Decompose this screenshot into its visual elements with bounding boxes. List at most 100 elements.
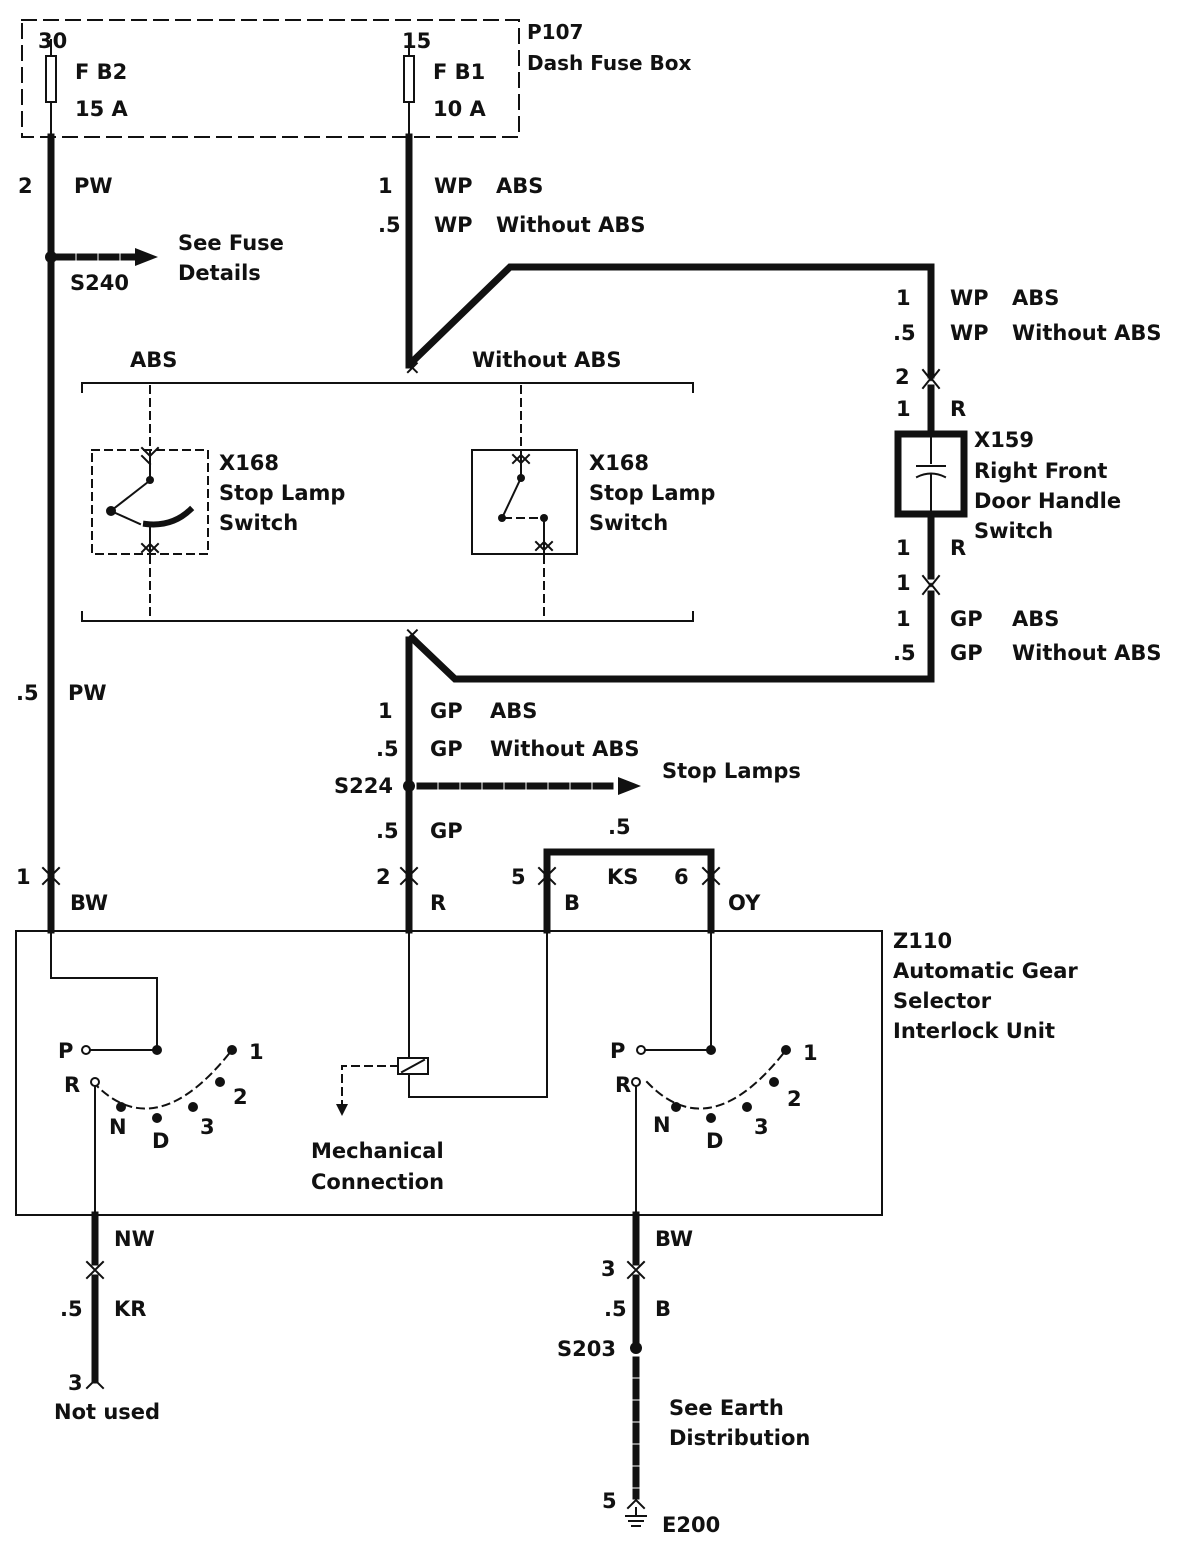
center-lower-color-abs: GP: [430, 699, 463, 723]
right-lower-color-abs: GP: [950, 607, 983, 631]
s203-splice: [630, 1342, 642, 1354]
interlock-connector: 1 BW 2 R 5 B 6 OY .5 KS: [16, 815, 761, 934]
right-upper-color-abs: WP: [950, 286, 989, 310]
ks-jumper: [543, 848, 715, 934]
pin2-number: 2: [376, 865, 391, 889]
connector-x-upper: ✕: [404, 356, 421, 380]
abs-switch-id: X168: [219, 451, 279, 475]
noabs-switch-box: [471, 449, 578, 555]
center-lower-gauge-noabs: .5: [376, 737, 399, 761]
s240-note-line2: Details: [178, 261, 261, 285]
s224-splice: [403, 780, 415, 792]
left-upper-color: PW: [74, 174, 113, 198]
left-pos-3: 3: [200, 1115, 215, 1139]
center-upper-color-abs: WP: [434, 174, 473, 198]
mechanical-connection-line2: Connection: [311, 1170, 444, 1194]
right-pos-3: 3: [754, 1115, 769, 1139]
left-lower-gauge: .5: [16, 681, 39, 705]
bottom-left-end-connector: [85, 1378, 105, 1390]
abs-switch-name-line1: Stop Lamp: [219, 481, 345, 505]
without-abs-label: Without ABS: [472, 348, 621, 372]
interlock-unit-name-line3: Interlock Unit: [893, 1019, 1055, 1043]
bottom-left-gauge: .5: [60, 1297, 83, 1321]
bottom-left-note: Not used: [54, 1400, 160, 1424]
door-switch-id: X159: [974, 428, 1034, 452]
fuse-box-outline: [21, 19, 520, 138]
left-circuit: 2 PW S240 See Fuse Details .5 PW: [16, 133, 284, 934]
door-switch-name-line2: Door Handle: [974, 489, 1121, 513]
right-lower-gauge-abs: 1: [896, 607, 911, 631]
bottom-left-color: KR: [114, 1297, 146, 1321]
fuse-box: 30 15 F B2 15 A F B1 10 A P107 Dash Fuse…: [21, 19, 692, 138]
bottom-right-gauge: .5: [604, 1297, 627, 1321]
pin6-color: OY: [728, 891, 761, 915]
bottom-right-connector: [626, 1260, 646, 1280]
interlock-unit-id: Z110: [893, 929, 952, 953]
center-upper-gauge-abs: 1: [378, 174, 393, 198]
s224-note: Stop Lamps: [662, 759, 801, 783]
center-lower-color-noabs: GP: [430, 737, 463, 761]
door-switch-pin-bottom: 1: [896, 571, 911, 595]
noabs-switch-name-line2: Switch: [589, 511, 668, 535]
s240-splice: [45, 251, 57, 263]
right-pos-p: P: [610, 1039, 625, 1063]
switch-group-bottom-bracket: [81, 611, 694, 622]
center-feed: 1 WP ABS .5 WP Without ABS ✕: [378, 133, 935, 380]
left-pos-2: 2: [233, 1085, 248, 1109]
interlock-unit-name-line1: Automatic Gear: [893, 959, 1078, 983]
pin5-number: 5: [511, 865, 526, 889]
right-upper-variant-abs: ABS: [1012, 286, 1059, 310]
center-upper-color-noabs: WP: [434, 213, 473, 237]
abs-switch-name-line2: Switch: [219, 511, 298, 535]
fuse-b2-symbol: [45, 55, 57, 103]
left-pos-d: D: [152, 1129, 169, 1153]
earth-pin-connector: [626, 1498, 646, 1510]
bottom-right-color-top: BW: [655, 1227, 693, 1251]
gp-door-return: [407, 590, 935, 683]
right-pos-1: 1: [803, 1041, 818, 1065]
interlock-unit-name-line2: Selector: [893, 989, 992, 1013]
bottom-right-pin: 3: [601, 1257, 616, 1281]
left-pos-1: 1: [249, 1040, 264, 1064]
pin6-number: 6: [674, 865, 689, 889]
right-lower-gauge-noabs: .5: [893, 641, 916, 665]
mechanical-arrow-icon: [336, 1104, 348, 1116]
right-pos-d: D: [706, 1129, 723, 1153]
noabs-switch-name-line1: Stop Lamp: [589, 481, 715, 505]
pin2-color: R: [430, 891, 446, 915]
center-gp-color: GP: [430, 819, 463, 843]
bottom-right-color: B: [655, 1297, 671, 1321]
door-switch-pin-top: 2: [895, 365, 910, 389]
right-upper-variant-noabs: Without ABS: [1012, 321, 1161, 345]
door-switch-name-line1: Right Front: [974, 459, 1107, 483]
stop-lamps-arrow-icon: [618, 777, 641, 795]
interlock-unit-box: [15, 930, 883, 1216]
right-pos-r: R: [615, 1073, 631, 1097]
door-switch-gauge-top: 1: [896, 397, 911, 421]
left-pos-n: N: [109, 1115, 127, 1139]
jumper-color: KS: [607, 865, 638, 889]
bottom-left-connector: [85, 1260, 105, 1280]
bottom-left-circuit: NW .5 KR 3 Not used: [54, 1211, 160, 1424]
pin2-connector: [399, 866, 419, 886]
s240-id: S240: [70, 271, 129, 295]
earth-pin: 5: [602, 1489, 617, 1513]
center-lower-variant-abs: ABS: [490, 699, 537, 723]
left-upper-gauge: 2: [18, 174, 33, 198]
center-lower-variant-noabs: Without ABS: [490, 737, 639, 761]
pin6-connector: [701, 866, 721, 886]
right-circuit: 1 WP ABS .5 WP Without ABS 2 1 R X159 Ri…: [407, 286, 1161, 683]
bottom-left-color-top: NW: [114, 1227, 155, 1251]
door-switch-name-line3: Switch: [974, 519, 1053, 543]
stop-lamp-switch-group: ABS Without ABS X168 Stop Lamp Switch: [81, 348, 715, 622]
fuse-b1-name: F B1: [433, 60, 485, 84]
left-pos-r: R: [64, 1073, 80, 1097]
switch-group-top-bracket: [81, 382, 694, 393]
s224-id: S224: [334, 774, 393, 798]
fuse-b2-terminal: 30: [38, 29, 67, 53]
right-pos-2: 2: [787, 1087, 802, 1111]
bottom-left-pin: 3: [68, 1371, 83, 1395]
right-lower-variant-noabs: Without ABS: [1012, 641, 1161, 665]
fuse-b1-terminal: 15: [402, 29, 431, 53]
